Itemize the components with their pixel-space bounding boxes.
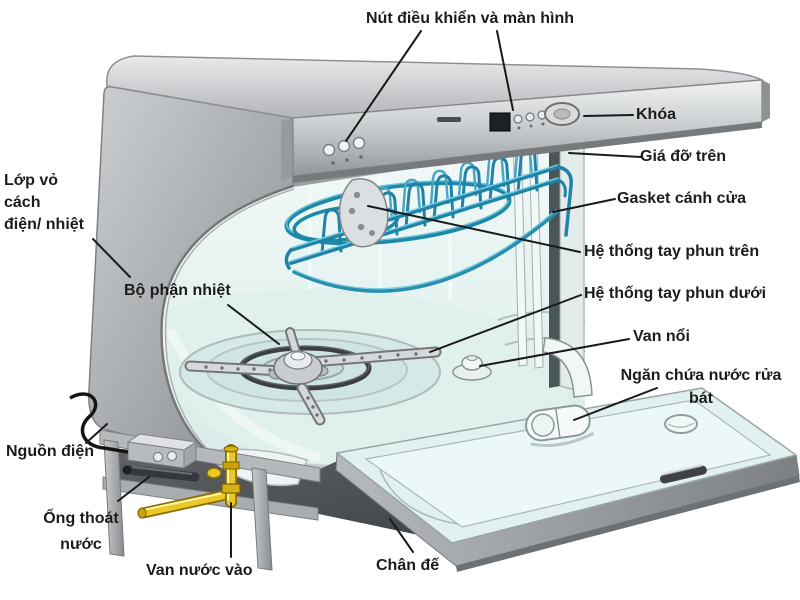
label-text: Nguồn điện <box>6 443 94 460</box>
label-text: Nút điều khiển và màn hình <box>365 10 575 27</box>
label-text: điện/ nhiệt <box>4 216 84 233</box>
label-text: Van nổi <box>633 328 690 345</box>
rinse-aid-cap <box>664 414 698 434</box>
control-panel <box>281 79 770 183</box>
label-lock: Khóa <box>636 104 676 126</box>
display-screen <box>489 112 511 132</box>
label-text: Hệ thống tay phun trên <box>584 243 760 260</box>
leg <box>103 439 125 557</box>
label-text: bát <box>689 390 713 407</box>
label-text: Gasket cánh cửa <box>617 190 746 207</box>
door-assembly <box>335 387 800 572</box>
float-valve <box>452 355 492 381</box>
leg <box>251 467 273 571</box>
label-water-inlet-valve: Van nước vào <box>146 560 253 582</box>
label-control-display: Nút điều khiển và màn hình <box>330 8 610 30</box>
label-text: Ống thoát <box>43 510 119 527</box>
leader-lines <box>85 30 658 558</box>
upper-rack <box>284 143 573 293</box>
label-power-source: Nguồn điện <box>6 441 94 463</box>
label-float-valve: Van nổi <box>633 326 690 348</box>
door-frame <box>512 123 593 398</box>
power-box <box>126 433 198 469</box>
panel-button <box>513 114 523 124</box>
label-drain-pipe: Ống thoát nước <box>25 506 137 558</box>
detergent-dispenser <box>525 404 595 447</box>
top-face <box>106 55 765 119</box>
valve-handle <box>206 467 222 479</box>
label-heating-element: Bộ phận nhiệt <box>124 280 231 302</box>
label-text: Hệ thống tay phun dưới <box>584 285 767 302</box>
label-upper-spray-arm: Hệ thống tay phun trên <box>584 241 759 263</box>
panel-button <box>322 143 336 157</box>
panel-button <box>525 112 535 122</box>
panel-slot <box>437 117 461 122</box>
label-detergent-dispenser: Ngăn chứa nước rửa bát <box>606 364 796 410</box>
label-text: Chân đế <box>376 557 440 574</box>
label-insulation-layer: Lớp vỏ cách điện/ nhiệt <box>4 170 84 236</box>
spray-arm-bracket <box>338 178 389 248</box>
dishwasher-cabinet <box>88 55 770 461</box>
power-cord <box>69 392 129 454</box>
label-text: Bộ phận nhiệt <box>124 282 231 299</box>
label-text: Khóa <box>636 106 676 123</box>
label-upper-rack: Giá đỡ trên <box>640 146 726 168</box>
label-text: Giá đỡ trên <box>640 148 727 165</box>
label-lower-spray-arm: Hệ thống tay phun dưới <box>584 283 766 305</box>
water-inlet-pipe <box>137 444 241 519</box>
label-text: Ngăn chứa nước rửa <box>620 367 782 384</box>
door-vent-slot <box>659 463 707 484</box>
label-door-gasket: Gasket cánh cửa <box>617 188 746 210</box>
panel-button <box>337 139 351 153</box>
panel-button <box>352 136 366 150</box>
label-text: Van nước vào <box>146 562 253 579</box>
lower-spray-arm <box>184 327 442 426</box>
label-text: nước <box>60 536 102 553</box>
label-text: Lớp vỏ <box>4 172 59 189</box>
label-text: cách <box>4 194 41 211</box>
door-gasket-strip <box>549 128 560 388</box>
label-base: Chân đế <box>376 555 439 577</box>
drain-tube <box>122 465 200 482</box>
